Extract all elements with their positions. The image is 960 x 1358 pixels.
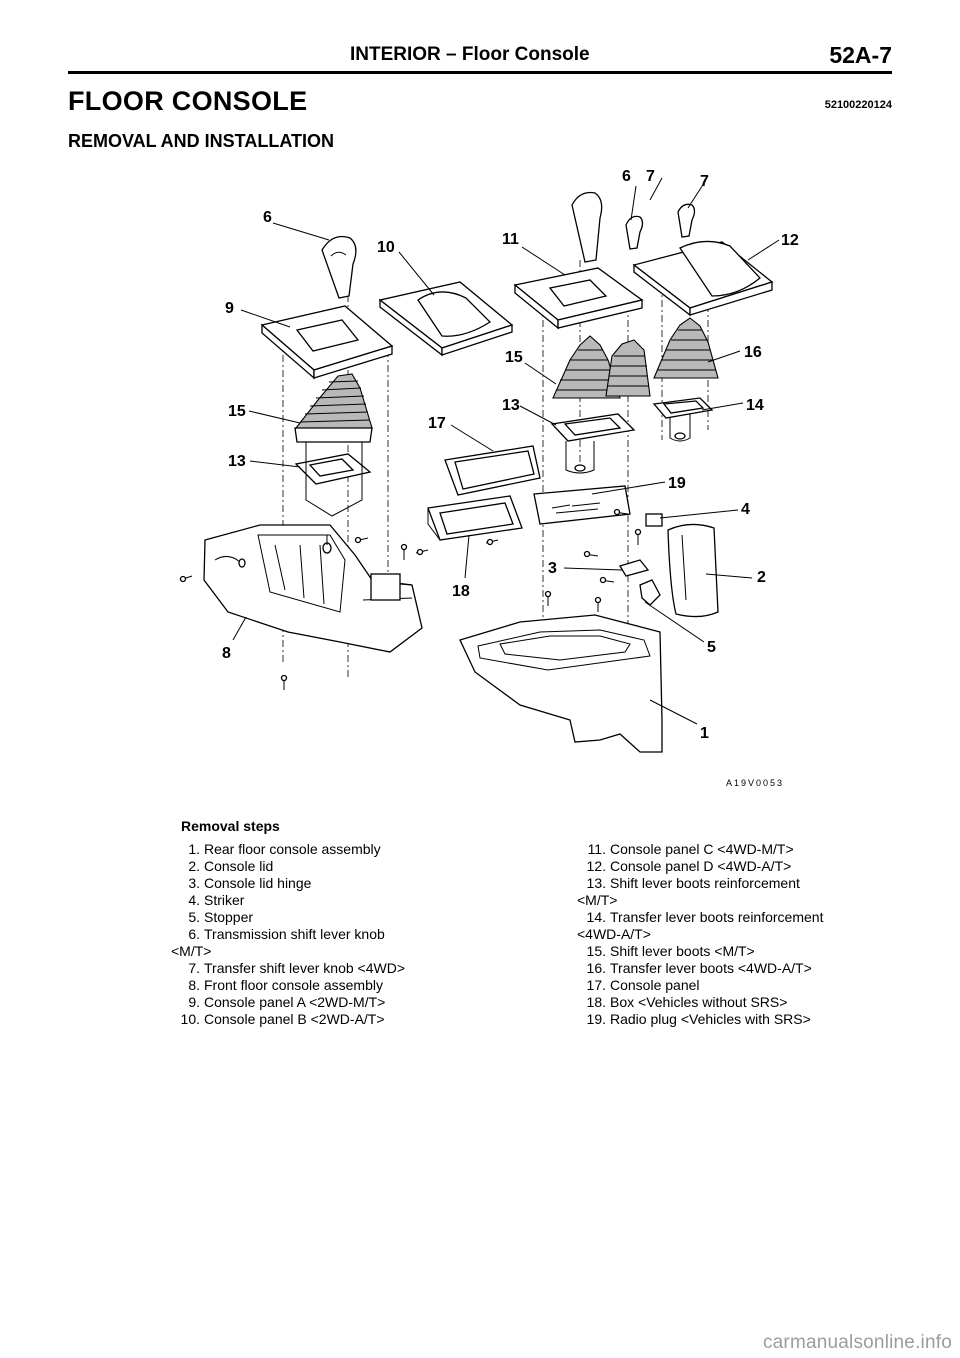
list-item: 19.Radio plug <Vehicles with SRS> [586, 1011, 811, 1027]
list-item: 15.Shift lever boots <M/T> [586, 943, 755, 959]
callout-12: 12 [781, 232, 799, 249]
list-item: 18.Box <Vehicles without SRS> [586, 994, 788, 1010]
knob-6-right [571, 191, 603, 263]
callout-14: 14 [746, 397, 764, 414]
console-lid [667, 523, 719, 618]
callout-17: 17 [428, 415, 446, 432]
list-item: 4.Striker [188, 892, 245, 908]
callout-13-left: 13 [228, 453, 246, 470]
callout-2: 2 [757, 569, 766, 586]
callout-1: 1 [700, 725, 709, 742]
list-item: 8.Front floor console assembly [188, 977, 383, 993]
box-18 [427, 495, 523, 541]
knob-6-left [321, 235, 357, 299]
callout-8: 8 [222, 645, 231, 662]
exploded-view-diagram: 6 7 7 6 11 12 10 9 15 16 13 14 15 17 13 … [179, 168, 799, 788]
header-rule [68, 71, 892, 74]
removal-steps-title: Removal steps [181, 818, 280, 834]
list-item: 2.Console lid [188, 858, 274, 874]
callout-13-right: 13 [502, 397, 520, 414]
list-item: 3.Console lid hinge [188, 875, 312, 891]
callout-7-a: 7 [646, 168, 655, 185]
callout-4: 4 [741, 501, 750, 518]
section-title: INTERIOR – Floor Console [350, 44, 590, 65]
watermark: carmanualsonline.info [762, 1332, 952, 1353]
list-item: 9.Console panel A <2WD-M/T> [188, 994, 386, 1010]
list-item: 5.Stopper [188, 909, 254, 925]
list-item: 14.Transfer lever boots reinforcement [586, 909, 824, 925]
removal-steps-column-2: 11.Console panel C <4WD-M/T> 12.Console … [577, 841, 907, 1028]
console-lid-hinge [619, 559, 650, 577]
page-number: 52A-7 [829, 42, 892, 68]
callout-10: 10 [377, 239, 395, 256]
callout-6-right: 6 [622, 168, 631, 185]
transfer-reinforcement-14 [652, 397, 714, 442]
console-panel-d [632, 240, 774, 317]
knob-7-a [625, 215, 644, 250]
callout-6-left: 6 [263, 209, 272, 226]
page-title: FLOOR CONSOLE [68, 86, 308, 116]
console-panel-a [260, 305, 394, 380]
list-item: 10.Console panel B <2WD-A/T> [180, 1011, 385, 1027]
removal-steps-column-1: 1.Rear floor console assembly 2.Console … [171, 841, 471, 1028]
document-code: 52100220124 [824, 99, 892, 111]
section-subtitle: REMOVAL AND INSTALLATION [68, 131, 334, 151]
callout-9: 9 [225, 300, 234, 317]
rear-floor-console [459, 614, 663, 753]
list-item: 13.Shift lever boots reinforcement [586, 875, 800, 891]
shift-boots-15-right [552, 335, 651, 399]
console-panel-b [378, 281, 514, 357]
callout-3: 3 [548, 560, 557, 577]
console-panel-c [513, 267, 644, 330]
callout-19: 19 [668, 475, 686, 492]
list-item-continuation: <4WD-A/T> [577, 926, 651, 942]
list-item: 11.Console panel C <4WD-M/T> [587, 841, 794, 857]
callout-15-left: 15 [228, 403, 246, 420]
leader-lines [232, 177, 780, 725]
shift-boot-15-left [294, 373, 373, 443]
callout-16: 16 [744, 344, 762, 361]
list-item: 6.Transmission shift lever knob [188, 926, 385, 942]
callout-5: 5 [707, 639, 716, 656]
list-item-continuation: <M/T> [171, 943, 212, 959]
callout-11: 11 [502, 231, 519, 248]
list-item: 12.Console panel D <4WD-A/T> [586, 858, 792, 874]
callout-18: 18 [452, 583, 470, 600]
screws-right [544, 508, 642, 612]
list-item: 7.Transfer shift lever knob <4WD> [188, 960, 406, 976]
boots-reinforcement-13-left [294, 441, 372, 517]
stopper [639, 579, 661, 606]
list-item: 16.Transfer lever boots <4WD-A/T> [586, 960, 812, 976]
screws-left [179, 535, 499, 690]
callout-15-right: 15 [505, 349, 523, 366]
console-panel-17 [444, 445, 541, 496]
figure-id: A19V0053 [726, 778, 784, 788]
callout-7-b: 7 [700, 173, 709, 190]
front-floor-console [203, 524, 423, 653]
knob-7-b [677, 203, 696, 238]
list-item: 17.Console panel [586, 977, 700, 993]
boots-reinforcement-13-right [550, 413, 636, 474]
list-item: 1.Rear floor console assembly [188, 841, 381, 857]
transfer-boots-16 [653, 317, 719, 379]
list-item-continuation: <M/T> [577, 892, 618, 908]
callout-labels: 6 7 7 6 11 12 10 9 15 16 13 14 15 17 13 … [222, 168, 799, 742]
striker [645, 513, 663, 527]
radio-plug-19 [533, 485, 631, 525]
page-header: INTERIOR – Floor Console 52A-7 [68, 40, 892, 74]
